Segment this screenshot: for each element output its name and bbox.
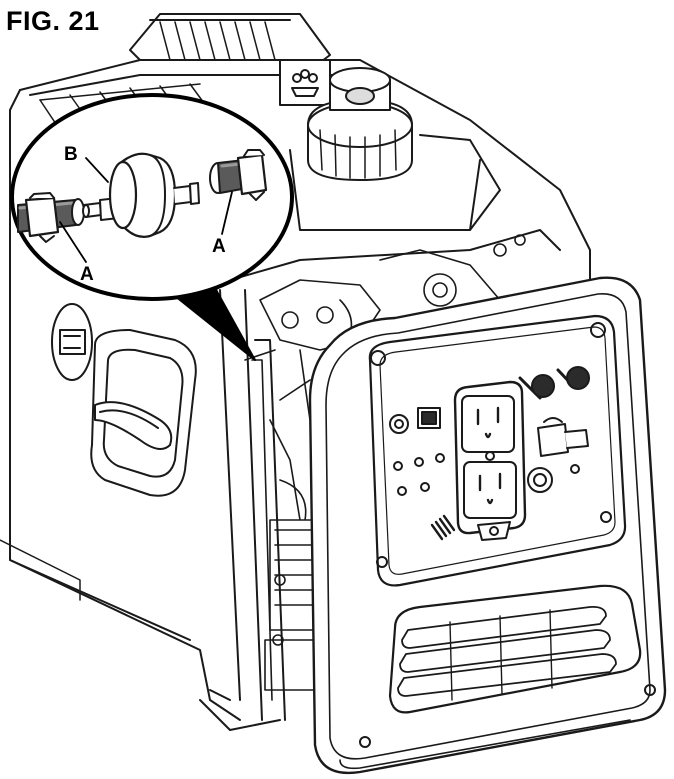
indicator-lights <box>393 453 580 496</box>
circuit-breaker-icon <box>518 366 590 400</box>
switch-icon <box>389 407 441 434</box>
callout-label-b: B <box>64 144 78 165</box>
callout-label-a-right: A <box>212 236 226 257</box>
side-knob-icon <box>51 303 93 381</box>
vent-louvers <box>388 584 642 714</box>
brand-logo <box>279 59 331 106</box>
callout-label-a-left: A <box>80 264 94 285</box>
ground-terminal-icon <box>430 514 456 541</box>
recoil-handle-icon <box>90 329 197 497</box>
figure-title: FIG. 21 <box>6 6 100 36</box>
detail-callout: B A A <box>10 93 294 361</box>
fuel-filter-icon <box>82 152 200 238</box>
reset-button-icon <box>527 467 553 493</box>
fuel-cap-icon <box>307 67 413 181</box>
duplex-outlet-icon <box>453 380 527 541</box>
front-panel-cover <box>308 276 667 775</box>
fuel-hose-right-icon <box>209 149 268 201</box>
dc-outlet-icon <box>537 417 589 457</box>
